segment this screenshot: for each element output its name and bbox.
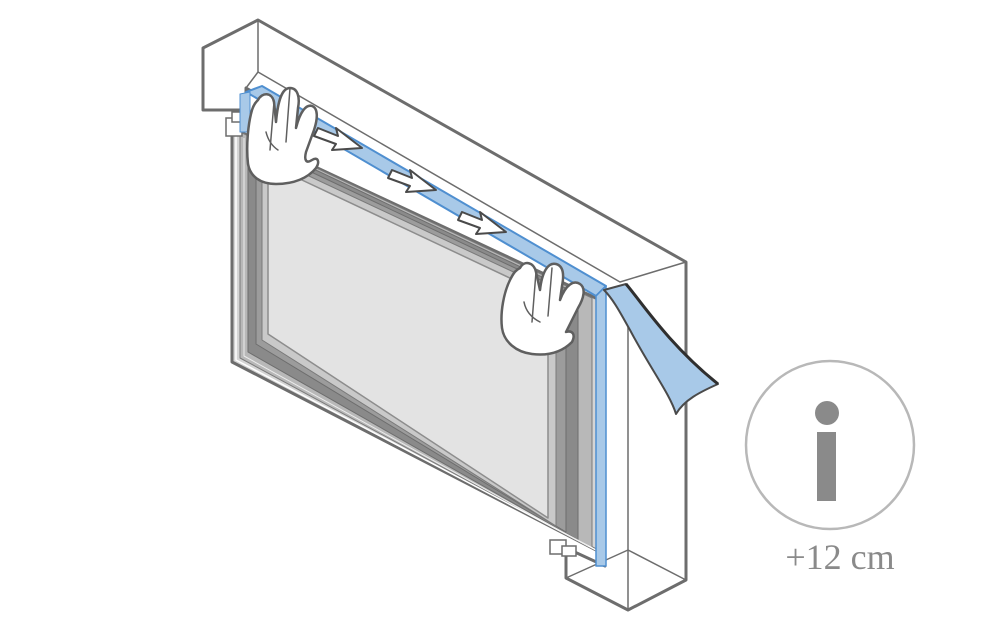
direction-arrows bbox=[313, 127, 507, 235]
window-frame bbox=[230, 126, 602, 554]
hand-icon bbox=[245, 86, 320, 186]
arrow-icon bbox=[457, 211, 507, 235]
window-glass bbox=[267, 163, 549, 519]
arrow-icon bbox=[387, 169, 437, 193]
mounting-bracket-top bbox=[225, 111, 247, 137]
arrow-icon bbox=[313, 127, 363, 151]
hand-icon bbox=[500, 261, 585, 356]
info-icon bbox=[744, 359, 916, 531]
mounting-bracket-bottom bbox=[549, 539, 577, 557]
info-label: +12 cm bbox=[785, 537, 895, 577]
